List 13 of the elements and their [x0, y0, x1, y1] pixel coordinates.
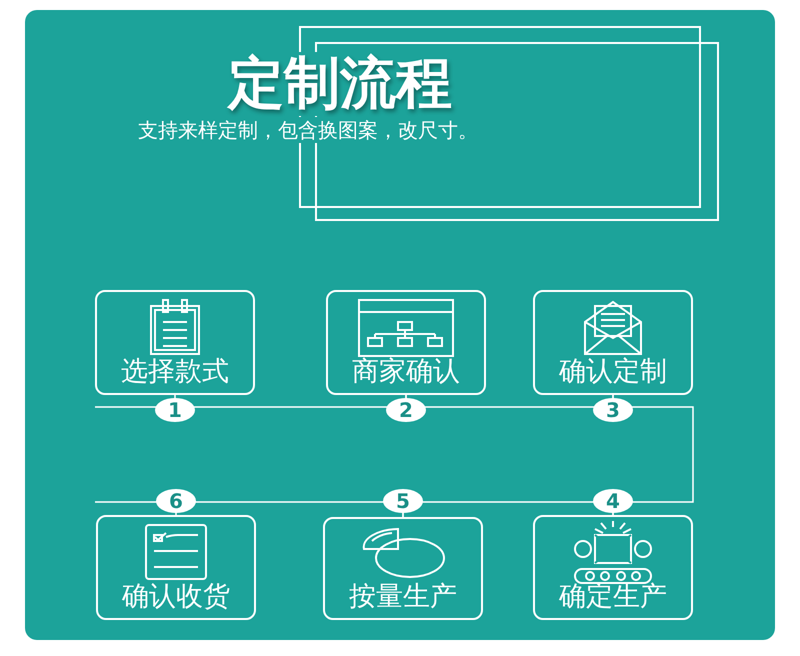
step-card [323, 517, 483, 620]
step-label: 商家确认 [351, 355, 461, 389]
step-card [533, 290, 693, 395]
step-card [95, 290, 255, 395]
step-label: 确认定制 [558, 355, 668, 389]
step-label: 确定生产 [558, 580, 668, 614]
step-card [533, 515, 693, 620]
step-label: 确认收货 [121, 580, 231, 614]
step-card [326, 290, 486, 395]
step-label: 按量生产 [348, 580, 458, 614]
step-label: 选择款式 [120, 355, 230, 389]
title: 定制流程 [228, 52, 452, 116]
step-card [96, 515, 256, 620]
